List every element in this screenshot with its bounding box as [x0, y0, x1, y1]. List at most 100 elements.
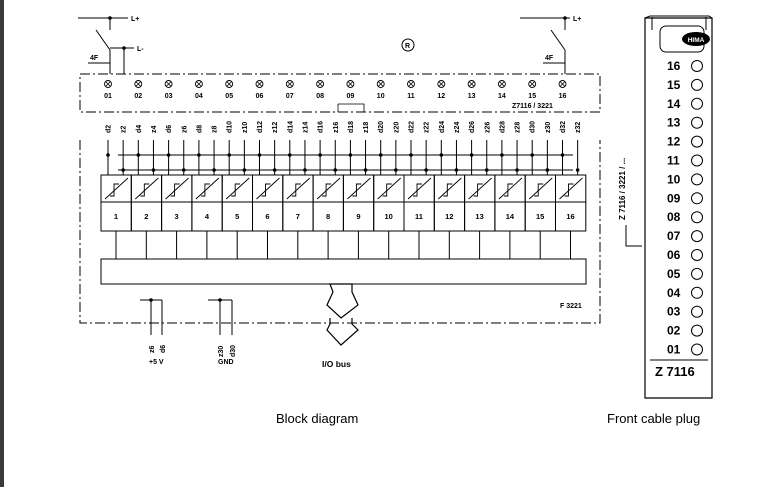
channel-number: 4 — [205, 212, 210, 221]
led-01: 01 — [104, 80, 112, 100]
terminal-label: d12 — [257, 121, 264, 133]
channel-number: 6 — [265, 212, 269, 221]
lplus-label-right: L+ — [573, 16, 581, 23]
block-diagram-caption: Block diagram — [276, 411, 358, 426]
plug-pin-05: 05 — [667, 267, 703, 281]
plug-pin-number: 03 — [667, 305, 681, 319]
terminal-label: d4 — [136, 125, 143, 133]
plug-pin-01: 01 — [667, 343, 703, 357]
terminal-label: d10 — [227, 121, 234, 133]
terminal-label: d16 — [318, 121, 325, 133]
channel-number: 16 — [566, 212, 574, 221]
terminal-label: d32 — [560, 121, 567, 133]
led-03: 03 — [164, 80, 173, 100]
plug-pin-number: 08 — [667, 210, 681, 224]
channel-number: 10 — [385, 212, 393, 221]
terminal-label: d2 — [106, 125, 113, 133]
plug-pin-12: 12 — [667, 135, 703, 149]
channel-block-15: 15 — [524, 174, 557, 259]
left-edge-bar — [0, 0, 4, 487]
r-symbol-circle — [401, 38, 415, 52]
module-label: F 3221 — [560, 303, 582, 310]
led-15: 15 — [528, 80, 536, 100]
led-14: 14 — [497, 80, 506, 100]
collector-bus — [100, 258, 587, 285]
pin-hole — [691, 305, 703, 318]
channel-number: 14 — [506, 212, 515, 221]
channel-block-12: 12 — [433, 174, 466, 259]
pin-hole — [691, 249, 703, 261]
led-number: 10 — [377, 93, 385, 100]
pin-hole — [691, 116, 703, 129]
channel-block-10: 10 — [373, 174, 405, 259]
supply-wiring — [78, 17, 570, 74]
plug-pin-number: 05 — [667, 267, 681, 281]
channel-block-13: 13 — [464, 174, 496, 259]
channel-number: 9 — [356, 212, 360, 221]
terminal-label: z18 — [363, 122, 370, 133]
led-number: 12 — [437, 93, 445, 100]
pin-hole — [691, 135, 703, 148]
side-leader — [625, 225, 642, 247]
pin-hole — [691, 192, 703, 205]
led-number: 11 — [407, 93, 415, 100]
channel-block-11: 11 — [403, 174, 435, 259]
pin-hole — [691, 173, 703, 186]
terminal-label: z10 — [242, 122, 249, 133]
channel-number: 12 — [445, 212, 453, 221]
hima-logo-text: HIMA — [688, 37, 705, 44]
plug-pin-number: 02 — [667, 324, 681, 338]
plug-pin-10: 10 — [667, 172, 703, 186]
front-plug-caption: Front cable plug — [607, 411, 700, 426]
led-number: 09 — [347, 93, 355, 100]
led-number: 02 — [134, 93, 142, 100]
plug-pin-06: 06 — [667, 248, 703, 262]
lplus-label-left: L+ — [131, 16, 139, 23]
pin-hole — [691, 267, 703, 280]
plug-pin-11: 11 — [667, 154, 703, 168]
led-number: 03 — [165, 93, 173, 100]
terminal-label: d26 — [469, 121, 476, 133]
terminal-label: z30 — [545, 122, 552, 133]
terminal-label: z16 — [333, 122, 340, 133]
terminal-label: z14 — [302, 122, 309, 133]
led-number: 05 — [225, 93, 233, 100]
terminal-label: d30 — [530, 121, 537, 133]
channel-number: 8 — [326, 212, 330, 221]
channel-number: 2 — [144, 212, 148, 221]
model-notch — [337, 103, 365, 112]
led-frame — [79, 73, 601, 113]
led-number: 06 — [256, 93, 264, 100]
terminal-wires — [106, 140, 580, 175]
channel-block-6: 6 — [252, 174, 284, 259]
plug-pin-number: 06 — [667, 248, 681, 262]
terminal-label: z22 — [424, 122, 431, 133]
led-02: 02 — [134, 80, 142, 100]
channel-block-8: 8 — [312, 174, 344, 259]
terminal-label: z24 — [454, 122, 461, 133]
io-bus-label: I/O bus — [322, 359, 351, 369]
led-number: 01 — [104, 93, 112, 100]
plug-pin-number: 07 — [667, 229, 681, 243]
plug-pin-number: 14 — [667, 97, 681, 111]
r-symbol: R — [405, 43, 410, 50]
channel-block-14: 14 — [494, 174, 526, 259]
io-bus-arrow — [326, 283, 359, 346]
led-07: 07 — [285, 80, 294, 100]
module-frame — [79, 140, 601, 324]
terminal-label: z20 — [393, 122, 400, 133]
terminal-label: d14 — [287, 121, 294, 133]
plug-pin-09: 09 — [667, 191, 703, 205]
channel-block-16: 16 — [555, 174, 587, 259]
plug-pin-number: 13 — [667, 116, 681, 130]
pin-hole — [691, 343, 703, 356]
led-number: 07 — [286, 93, 294, 100]
channel-block-2: 2 — [130, 174, 163, 259]
pin-hole — [691, 78, 703, 91]
terminal-label: z28 — [515, 122, 522, 133]
terminal-label: z2 — [121, 126, 128, 134]
pin-hole — [691, 154, 703, 167]
